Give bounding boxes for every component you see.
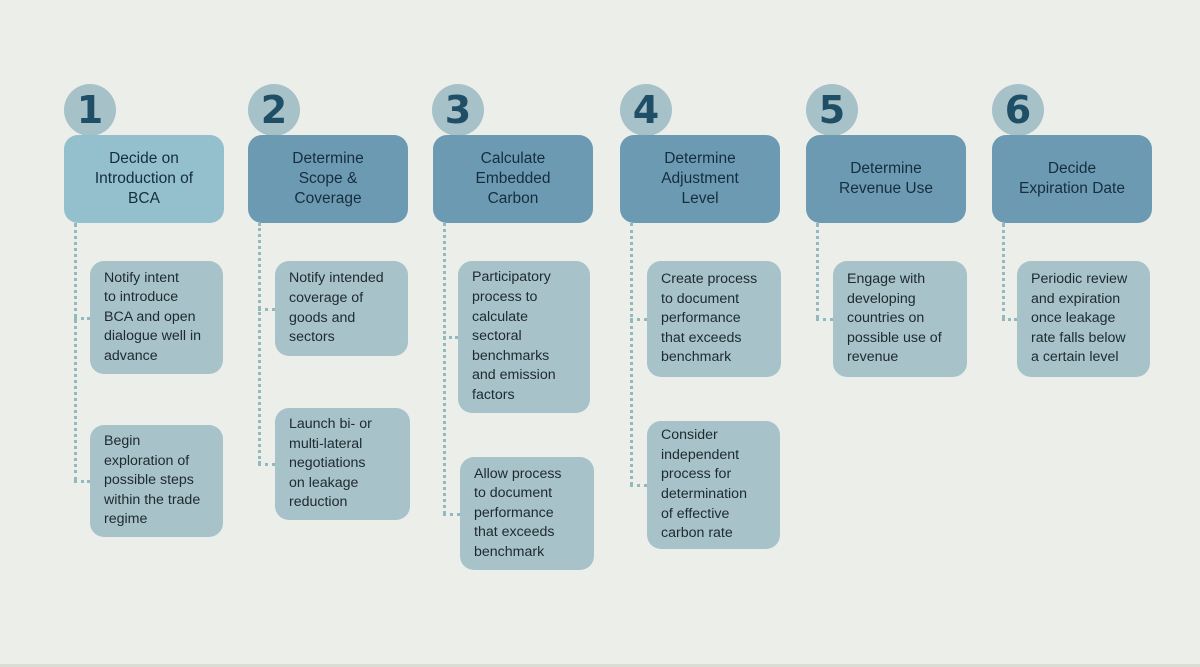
action-box: Launch bi- or multi-lateral negotiations… <box>275 408 410 520</box>
dotted-branch <box>443 336 458 339</box>
action-box: Periodic review and expiration once leak… <box>1017 261 1150 377</box>
step-title: Determine Adjustment Level <box>620 135 780 223</box>
dotted-connector <box>443 223 446 514</box>
action-box: Consider independent process for determi… <box>647 421 780 549</box>
step-number-badge: 2 <box>248 84 300 136</box>
dotted-branch <box>74 316 90 320</box>
action-box: Allow process to document performance th… <box>460 457 594 570</box>
step-number-badge: 3 <box>432 84 484 136</box>
dotted-connector <box>258 223 261 464</box>
step-title: Determine Scope & Coverage <box>248 135 408 223</box>
step-number-badge: 1 <box>64 84 116 136</box>
dotted-branch <box>74 480 90 483</box>
dotted-connector <box>74 223 77 481</box>
step-title: Calculate Embedded Carbon <box>433 135 593 223</box>
step-number-badge: 4 <box>620 84 672 136</box>
step-title: Decide Expiration Date <box>992 135 1152 223</box>
step-number-badge: 6 <box>992 84 1044 136</box>
bottom-divider <box>0 664 1200 667</box>
dotted-branch <box>258 463 275 466</box>
action-box: Notify intended coverage of goods and se… <box>275 261 408 356</box>
dotted-branch <box>630 484 647 487</box>
dotted-connector <box>1002 223 1005 319</box>
step-title: Decide on Introduction of BCA <box>64 135 224 223</box>
action-box: Engage with developing countries on poss… <box>833 261 967 377</box>
dotted-connector <box>816 223 819 319</box>
step-title: Determine Revenue Use <box>806 135 966 223</box>
dotted-branch <box>1002 318 1017 321</box>
dotted-branch <box>816 318 833 321</box>
dotted-branch <box>630 318 647 321</box>
action-box: Begin exploration of possible steps with… <box>90 425 223 537</box>
dotted-branch <box>258 307 275 311</box>
dotted-connector <box>630 223 633 485</box>
action-box: Notify intent to introduce BCA and open … <box>90 261 223 374</box>
dotted-branch <box>443 512 460 516</box>
action-box: Participatory process to calculate secto… <box>458 261 590 413</box>
step-number-badge: 5 <box>806 84 858 136</box>
action-box: Create process to document performance t… <box>647 261 781 377</box>
